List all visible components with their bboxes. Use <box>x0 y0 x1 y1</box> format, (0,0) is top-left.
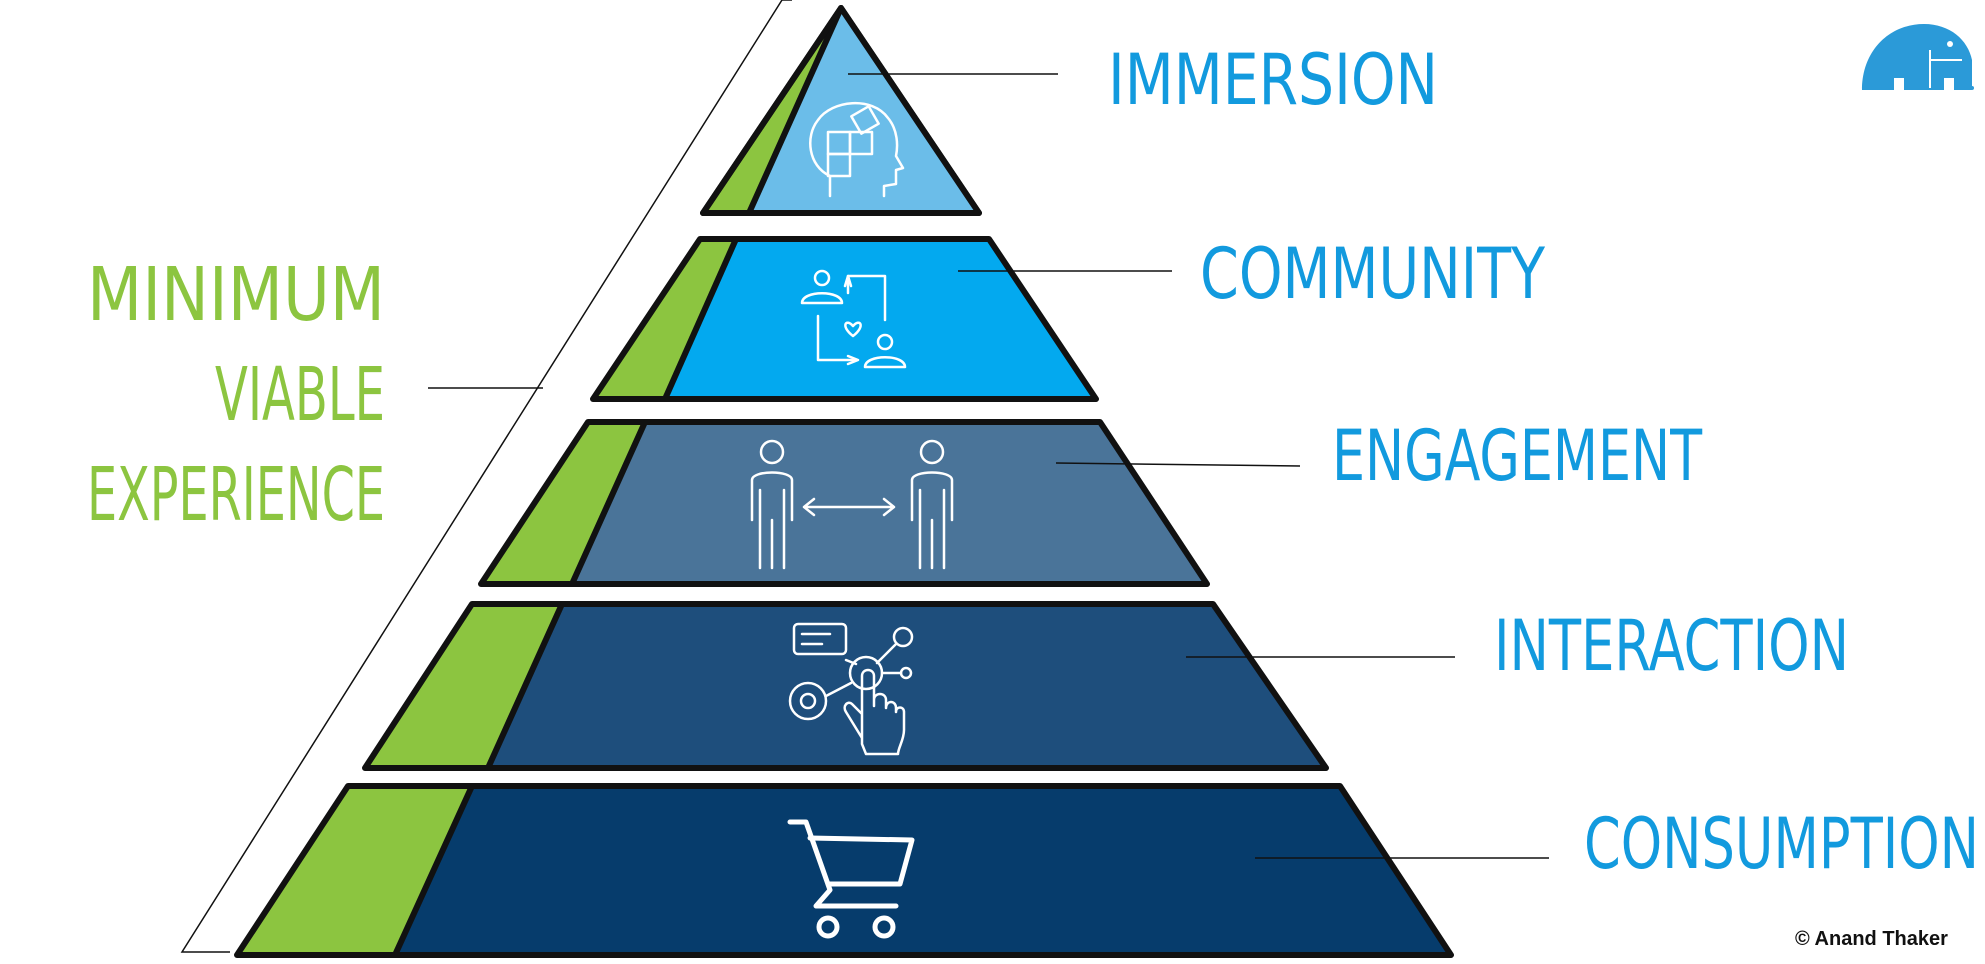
tier-label-engagement: ENGAGEMENT <box>1332 415 1702 497</box>
side-label-line-3: EXPERIENCE <box>87 452 385 538</box>
puzzle-head-icon <box>809 102 905 198</box>
tier-consumption-fill <box>395 786 1451 955</box>
shopping-cart-icon <box>787 819 915 939</box>
tier-interaction <box>362 601 1455 771</box>
tier-engagement <box>478 419 1301 587</box>
engagement-leader-line <box>1055 462 1301 467</box>
tier-label-consumption: CONSUMPTION <box>1584 803 1979 885</box>
tier-label-immersion: IMMERSION <box>1108 39 1438 121</box>
tier-consumption <box>234 783 1549 958</box>
side-label-line-2: VIABLE <box>215 352 385 438</box>
tier-community-fill <box>665 239 1096 399</box>
touch-network-icon <box>788 622 914 756</box>
tier-community <box>590 236 1172 402</box>
copyright-text: © Anand Thaker <box>1795 928 1948 950</box>
tier-labels: IMMERSION COMMUNITY ENGAGEMENT INTERACTI… <box>1108 39 1979 885</box>
tier-immersion-fill <box>749 8 979 213</box>
community-exchange-icon <box>800 269 907 369</box>
tier-label-community: COMMUNITY <box>1200 233 1545 315</box>
side-label-line-1: MINIMUM <box>87 252 385 338</box>
tier-label-interaction: INTERACTION <box>1494 605 1849 687</box>
people-exchange-icon <box>750 439 954 570</box>
tier-interaction-fill <box>488 604 1326 768</box>
mve-bracket <box>180 0 792 953</box>
tier-immersion <box>700 5 1058 216</box>
mve-side-label: MINIMUM VIABLE EXPERIENCE <box>87 252 385 538</box>
elephant-logo-icon <box>1862 24 1974 90</box>
